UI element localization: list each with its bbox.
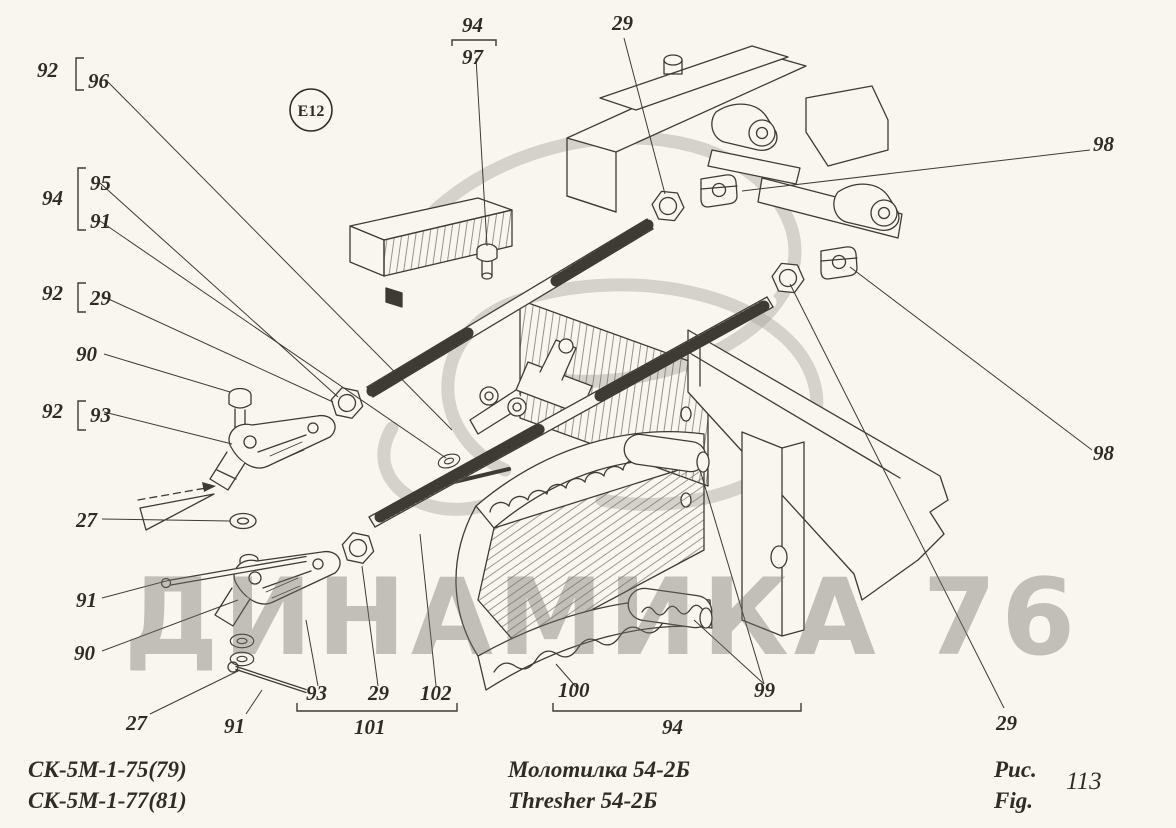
- model-code-1: СК-5М-1-75(79): [28, 757, 187, 782]
- callout-94: 94: [462, 13, 483, 37]
- cotter-pin-27: [227, 661, 309, 694]
- callout-brackets: [75, 39, 802, 712]
- washer: [229, 651, 255, 667]
- callout-94: 94: [42, 186, 63, 210]
- clamp-98: [700, 174, 738, 208]
- callout-27: 27: [75, 508, 99, 532]
- bolt-97: [476, 243, 498, 280]
- threaded-rod-upper: [363, 217, 657, 399]
- leader-lines: [99, 37, 1093, 715]
- section-marker: E12: [289, 88, 333, 132]
- support-bracket: [741, 431, 805, 637]
- hex-nut-29: [338, 530, 378, 566]
- section-marker-label: E12: [298, 103, 325, 120]
- mounting-shelf: [349, 197, 513, 308]
- figure-title: Молотилка 54-2Б Thresher 54-2Б: [508, 754, 690, 816]
- callout-27: 27: [125, 711, 149, 735]
- clevis-lever-upper: [209, 414, 336, 491]
- callout-91: 91: [76, 588, 97, 612]
- center-linkage: [425, 338, 593, 494]
- callout-100: 100: [558, 678, 590, 702]
- callout-96: 96: [88, 69, 110, 93]
- clamp-98: [820, 246, 858, 280]
- callout-29: 29: [89, 286, 112, 310]
- callout-91: 91: [90, 209, 111, 233]
- hex-nut-29: [769, 261, 807, 295]
- callout-91: 91: [224, 714, 245, 738]
- callout-29: 29: [995, 711, 1018, 735]
- callout-labels: 92 96 94 97 29 98 94 95 91 92 29 90 92 9…: [37, 11, 1115, 739]
- concave-grate: [455, 431, 713, 691]
- figure-title-en: Thresher 54-2Б: [508, 788, 658, 813]
- figure-label-en: Fig.: [994, 788, 1033, 813]
- figure-title-ru: Молотилка 54-2Б: [508, 757, 690, 782]
- callout-92: 92: [42, 399, 64, 423]
- callout-102: 102: [420, 681, 452, 705]
- callout-93: 93: [306, 681, 327, 705]
- threaded-rod-lower: [365, 295, 777, 529]
- callout-93: 93: [90, 403, 111, 427]
- washer: [229, 633, 255, 649]
- model-code-2: СК-5М-1-77(81): [28, 788, 187, 813]
- callout-92: 92: [37, 58, 59, 82]
- callout-90: 90: [74, 641, 96, 665]
- direction-arrow: [137, 482, 216, 531]
- washer-27: [229, 512, 257, 530]
- callout-29: 29: [367, 681, 390, 705]
- model-codes: СК-5М-1-75(79) СК-5М-1-77(81): [28, 754, 187, 816]
- callout-101: 101: [354, 715, 386, 739]
- callout-98: 98: [1093, 132, 1115, 156]
- callout-90: 90: [76, 342, 98, 366]
- callout-95: 95: [90, 171, 111, 195]
- figure-label-ru: Рис.: [994, 757, 1037, 782]
- figure-reference: Рис. Fig. 113: [994, 754, 1102, 816]
- top-mount-assembly: [566, 45, 903, 239]
- callout-94: 94: [662, 715, 683, 739]
- hex-nut-29: [327, 385, 367, 421]
- figure-number: 113: [1066, 768, 1102, 795]
- callout-99: 99: [754, 678, 776, 702]
- callout-97: 97: [462, 45, 485, 69]
- callout-92: 92: [42, 281, 64, 305]
- callout-29: 29: [611, 11, 634, 35]
- hex-nut-29: [649, 189, 687, 223]
- callout-98: 98: [1093, 441, 1115, 465]
